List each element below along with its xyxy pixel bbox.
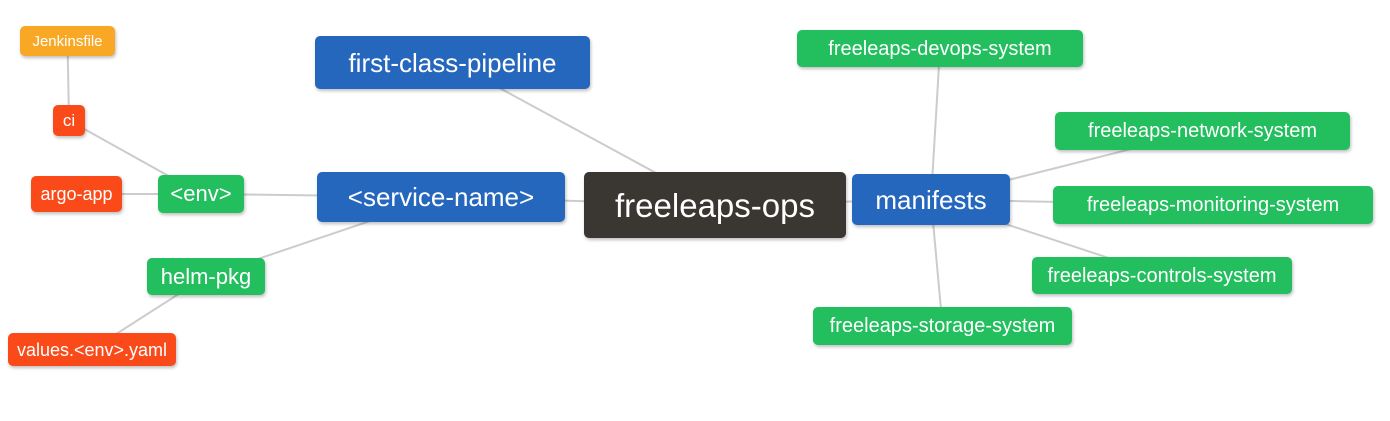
- mindmap-node-env[interactable]: <env>: [158, 175, 244, 213]
- mindmap-node-freeleaps-network-system[interactable]: freeleaps-network-system: [1055, 112, 1350, 150]
- mindmap-node-service-name[interactable]: <service-name>: [317, 172, 565, 222]
- mindmap-node-manifests[interactable]: manifests: [852, 174, 1010, 225]
- mindmap-node-freeleaps-storage-system[interactable]: freeleaps-storage-system: [813, 307, 1072, 345]
- mindmap-node-jenkinsfile[interactable]: Jenkinsfile: [20, 26, 115, 56]
- mindmap-node-helm-pkg[interactable]: helm-pkg: [147, 258, 265, 295]
- mindmap-node-freeleaps-ops[interactable]: freeleaps-ops: [584, 172, 846, 238]
- mindmap-node-argo-app[interactable]: argo-app: [31, 176, 122, 212]
- mindmap-node-ci[interactable]: ci: [53, 105, 85, 136]
- mindmap-node-freeleaps-devops-system[interactable]: freeleaps-devops-system: [797, 30, 1083, 67]
- mindmap-node-freeleaps-controls-system[interactable]: freeleaps-controls-system: [1032, 257, 1292, 294]
- mindmap-node-values-env-yaml[interactable]: values.<env>.yaml: [8, 333, 176, 366]
- mindmap-node-freeleaps-monitoring-system[interactable]: freeleaps-monitoring-system: [1053, 186, 1373, 224]
- mindmap-node-first-class-pipeline[interactable]: first-class-pipeline: [315, 36, 590, 89]
